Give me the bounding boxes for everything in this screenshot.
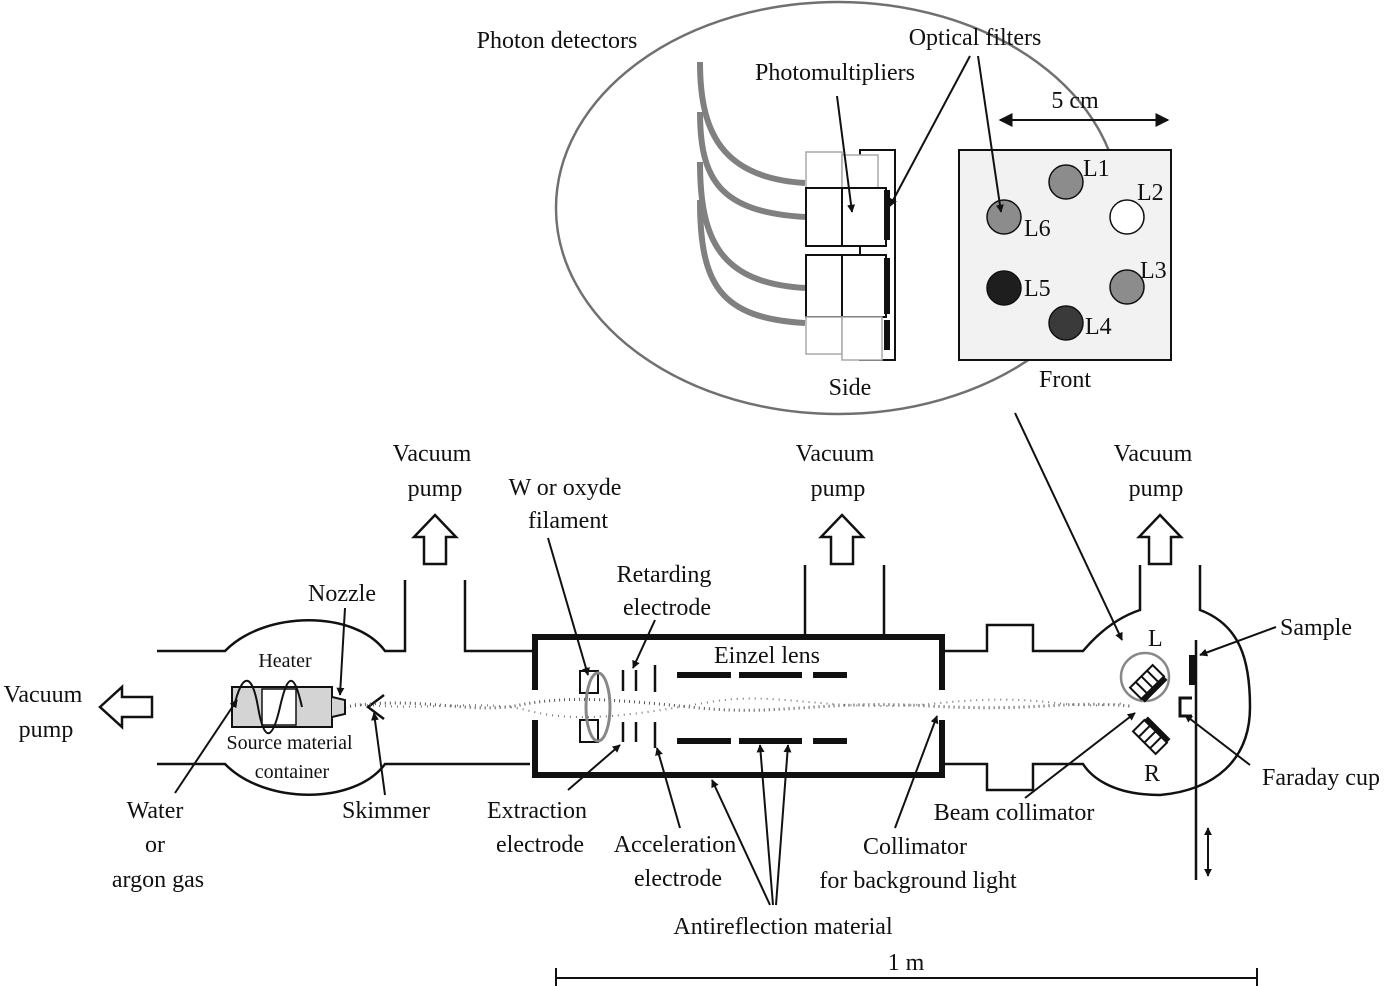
photomultipliers-side-view	[805, 149, 896, 361]
front-view-label: Front	[1039, 367, 1091, 393]
filter-label: L6	[1024, 216, 1051, 242]
scale-5cm-label: 5 cm	[1051, 88, 1099, 114]
retarding-electrode-label: Retarding electrode	[617, 562, 718, 621]
photon-detectors-label: Photon detectors	[477, 28, 638, 54]
sample	[1189, 655, 1196, 685]
vacuum-pump-2-label: Vacuum pump	[796, 441, 881, 502]
filter-l1-disc	[1048, 164, 1084, 200]
beam-collimator-label: Beam collimator	[934, 800, 1095, 826]
filter-label: L1	[1083, 156, 1110, 182]
source-container-label: Source material container	[226, 732, 357, 783]
filter-l5-disc	[986, 270, 1022, 306]
pump-arrow-2	[818, 513, 866, 566]
acceleration-electrode-label: Acceleration electrode	[614, 832, 743, 892]
vacuum-pump-source-label: Vacuum pump	[4, 682, 89, 743]
faraday-cup-label: Faraday cup	[1262, 765, 1380, 791]
faraday-cup	[1178, 696, 1192, 718]
antireflection-label: Antireflection material	[673, 914, 893, 940]
einzel-lens-label: Einzel lens	[714, 643, 820, 669]
inset-pointer-line	[1014, 412, 1123, 641]
detector-cables	[697, 61, 806, 326]
scale-1m-label: 1 m	[888, 950, 925, 976]
filter-l4-disc	[1048, 305, 1084, 341]
side-view-label: Side	[829, 375, 872, 401]
photomultipliers-label: Photomultipliers	[755, 60, 915, 86]
beamline-labels: Vacuum pump Vacuum pump Vacuum pump Vacu…	[4, 441, 1380, 986]
nozzle-label: Nozzle	[308, 581, 376, 607]
beamline	[98, 513, 1252, 880]
source-oven	[231, 679, 346, 734]
extraction-electrode-label: Extraction electrode	[487, 798, 593, 858]
gas-inlet-label: Water or argon gas	[112, 798, 204, 893]
target-detectors	[1119, 640, 1212, 880]
heater-coil	[233, 679, 303, 734]
einzel-lens	[677, 672, 847, 744]
optical-filter-array: L1 L2 L3 L4 L5 L6	[986, 156, 1167, 341]
filament	[584, 671, 612, 743]
ion-source-electrodes	[579, 665, 657, 748]
atomic-beam	[344, 697, 1131, 712]
filter-label: L4	[1085, 314, 1112, 340]
sample-label: Sample	[1280, 615, 1352, 641]
pump-arrow-source	[98, 684, 154, 730]
vacuum-pump-3-label: Vacuum pump	[1114, 441, 1199, 502]
filter-label: L5	[1024, 276, 1051, 302]
skimmer-label: Skimmer	[342, 798, 430, 824]
detector-inset: L1 L2 L3 L4 L5 L6 5 cm Photon detectors …	[477, 0, 1172, 416]
vacuum-pump-1-label: Vacuum pump	[393, 441, 478, 502]
detector-l-label: L	[1148, 626, 1163, 652]
filter-label: L2	[1137, 180, 1164, 206]
filter-l2-disc	[1109, 199, 1145, 235]
filter-l3-disc	[1109, 269, 1145, 305]
pump-arrow-3	[1136, 513, 1184, 566]
pump-arrow-1	[411, 513, 459, 566]
filter-l6-disc	[986, 199, 1022, 235]
optical-filters-label: Optical filters	[909, 25, 1042, 51]
heater-label: Heater	[258, 650, 312, 672]
filter-label: L3	[1140, 258, 1167, 284]
collimator-background-label: Collimator for background light	[819, 834, 1017, 894]
filament-label: W or oxyde filament	[509, 475, 628, 534]
detector-r-label: R	[1144, 761, 1160, 787]
